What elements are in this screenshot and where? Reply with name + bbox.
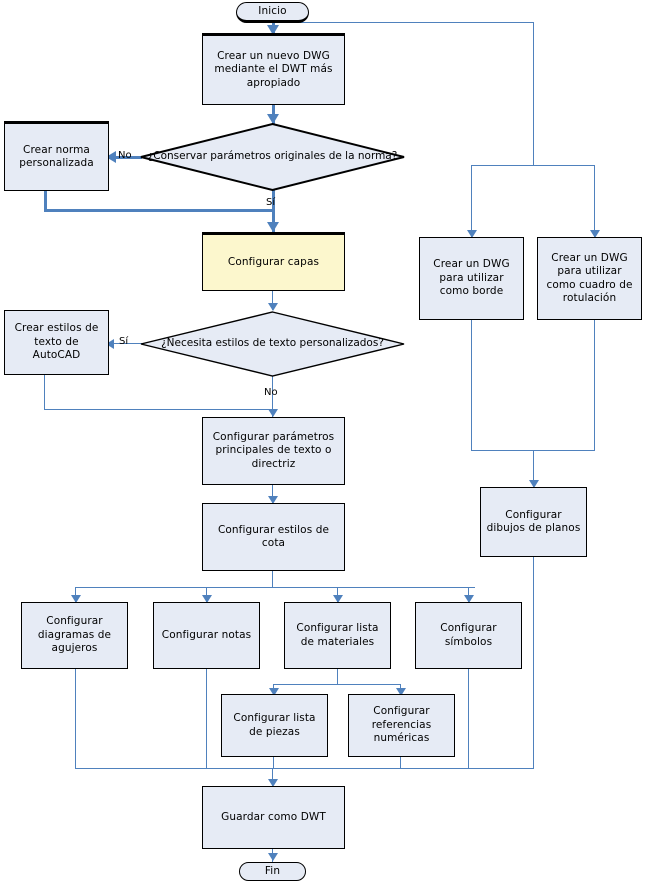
- node-symbols[interactable]: Configurar símbolos: [415, 602, 522, 669]
- edge-label-no-text-styles: No: [264, 387, 278, 398]
- arrowhead-sheet-drawings: [529, 480, 539, 488]
- node-balloons-label: Configurar referencias numéricas: [371, 705, 432, 745]
- node-start[interactable]: Inicio: [236, 2, 309, 23]
- connector-custom-standard-down: [44, 191, 47, 212]
- node-save-dwt-label: Guardar como DWT: [221, 810, 326, 823]
- node-border-dwg[interactable]: Crear un DWG para utilizar como borde: [419, 237, 524, 320]
- connector-bom-down: [337, 669, 338, 685]
- connector-textparams-to-dimstyles: [272, 485, 273, 503]
- arrowhead-create-text-styles: [106, 339, 114, 349]
- connector-start-to-right-branch: [272, 22, 534, 23]
- node-bom[interactable]: Configurar lista de materiales: [284, 602, 391, 669]
- arrowhead-decision1: [267, 114, 279, 124]
- connector-to-hole-charts: [75, 587, 76, 602]
- connector-bom-split-bus: [273, 684, 401, 685]
- connector-decision1-no: [112, 156, 142, 159]
- connector-final-merge-bus: [75, 768, 534, 769]
- connector-to-notes: [206, 587, 207, 602]
- connector-symbols-down: [468, 669, 469, 769]
- connector-to-border-dwg: [471, 165, 472, 237]
- node-notes[interactable]: Configurar notas: [153, 602, 260, 669]
- connector-layers-to-decision2: [272, 291, 273, 310]
- node-parts-list[interactable]: Configurar lista de piezas: [221, 694, 328, 757]
- connector-fourway-bus: [75, 587, 475, 588]
- connector-right-branch-split: [471, 165, 595, 166]
- arrowhead-custom-standard: [106, 151, 116, 163]
- connector-dimstyles-down: [272, 571, 273, 588]
- arrowhead-symbols: [464, 595, 474, 603]
- node-save-dwt[interactable]: Guardar como DWT: [202, 786, 345, 849]
- node-create-text-styles[interactable]: Crear estilos de texto de AutoCAD: [4, 310, 109, 375]
- node-titleblock-dwg[interactable]: Crear un DWG para utilizar como cuadro d…: [537, 237, 642, 320]
- arrowhead-bom: [333, 595, 343, 603]
- node-custom-standard[interactable]: Crear norma personalizada: [4, 121, 109, 191]
- node-dim-styles[interactable]: Configurar estilos de cota: [202, 503, 345, 571]
- connector-border-dwg-down: [471, 320, 472, 450]
- decision-diamond-shape: [140, 123, 405, 191]
- node-notes-label: Configurar notas: [161, 628, 252, 641]
- node-titleblock-dwg-label: Crear un DWG para utilizar como cuadro d…: [546, 251, 633, 305]
- edge-label-no-keep-standard: No: [118, 150, 132, 161]
- node-create-dwg-label: Crear un nuevo DWG mediante el DWT más a…: [214, 49, 333, 89]
- arrowhead-createdwg: [267, 25, 279, 35]
- connector-text-styles-down: [44, 375, 45, 410]
- connector-hole-charts-down: [75, 669, 76, 769]
- arrowhead-dim-styles: [268, 496, 278, 504]
- node-balloons[interactable]: Configurar referencias numéricas: [348, 694, 455, 757]
- decision-diamond-shape: [140, 311, 405, 377]
- edge-label-yes-text-styles: Sí: [119, 336, 129, 347]
- node-create-dwg[interactable]: Crear un nuevo DWG mediante el DWT más a…: [202, 33, 345, 105]
- connector-decision1-yes: [272, 188, 275, 232]
- node-bom-label: Configurar lista de materiales: [296, 622, 379, 648]
- arrowhead-hole-charts: [71, 595, 81, 603]
- node-end[interactable]: Fin: [239, 862, 306, 881]
- node-hole-charts[interactable]: Configurar diagramas de agujeros: [21, 602, 128, 669]
- arrowhead-notes: [202, 595, 212, 603]
- node-sheet-drawings-label: Configurar dibujos de planos: [486, 508, 581, 535]
- arrowhead-decision2: [268, 303, 278, 311]
- arrowhead-titleblock-dwg: [590, 230, 600, 238]
- connector-to-titleblock-dwg: [594, 165, 595, 237]
- connector-text-styles-rejoin: [44, 409, 273, 410]
- edge-label-yes-keep-standard: Sí: [266, 197, 276, 208]
- node-need-text-styles[interactable]: ¿Necesita estilos de texto personalizado…: [140, 311, 405, 377]
- connector-decision2-yes: [112, 343, 145, 344]
- connector-to-sheet-drawings: [533, 450, 534, 487]
- node-border-dwg-label: Crear un DWG para utilizar como borde: [433, 258, 510, 298]
- node-end-label: Fin: [264, 864, 281, 877]
- connector-to-save-dwt: [272, 768, 273, 786]
- node-text-params-label: Configurar parámetros principales de tex…: [212, 430, 335, 470]
- connector-to-bom: [337, 587, 338, 602]
- arrowhead-save-dwt: [268, 779, 278, 787]
- connector-right-branch-down: [533, 22, 534, 165]
- connector-sheet-drawings-down: [533, 557, 534, 769]
- node-start-label: Inicio: [258, 4, 287, 17]
- connector-decision2-no: [272, 376, 273, 417]
- node-keep-standard[interactable]: ¿Conservar parámetros originales de la n…: [140, 123, 405, 191]
- arrowhead-border-dwg: [467, 230, 477, 238]
- node-dim-styles-label: Configurar estilos de cota: [217, 523, 330, 550]
- connector-to-symbols: [468, 587, 469, 602]
- node-parts-list-label: Configurar lista de piezas: [233, 712, 316, 738]
- arrowhead-configure-layers: [267, 222, 279, 232]
- node-custom-standard-label: Crear norma personalizada: [19, 143, 94, 170]
- node-text-params[interactable]: Configurar parámetros principales de tex…: [202, 417, 345, 485]
- node-sheet-drawings[interactable]: Configurar dibujos de planos: [480, 487, 587, 557]
- connector-balloons-down: [400, 757, 401, 769]
- node-hole-charts-label: Configurar diagramas de agujeros: [37, 615, 112, 655]
- connector-titleblock-dwg-down: [594, 320, 595, 450]
- arrowhead-parts-list: [269, 688, 279, 696]
- node-symbols-label: Configurar símbolos: [440, 622, 497, 648]
- node-create-text-styles-label: Crear estilos de texto de AutoCAD: [14, 322, 99, 362]
- node-configure-layers-label: Configurar capas: [227, 255, 320, 268]
- arrowhead-end: [268, 853, 278, 861]
- connector-parts-list-down: [273, 757, 274, 769]
- arrowhead-text-params: [268, 409, 278, 417]
- connector-notes-down: [206, 669, 207, 769]
- connector-custom-standard-rejoin: [44, 209, 273, 212]
- arrowhead-balloons: [396, 688, 406, 696]
- node-configure-layers[interactable]: Configurar capas: [202, 232, 345, 291]
